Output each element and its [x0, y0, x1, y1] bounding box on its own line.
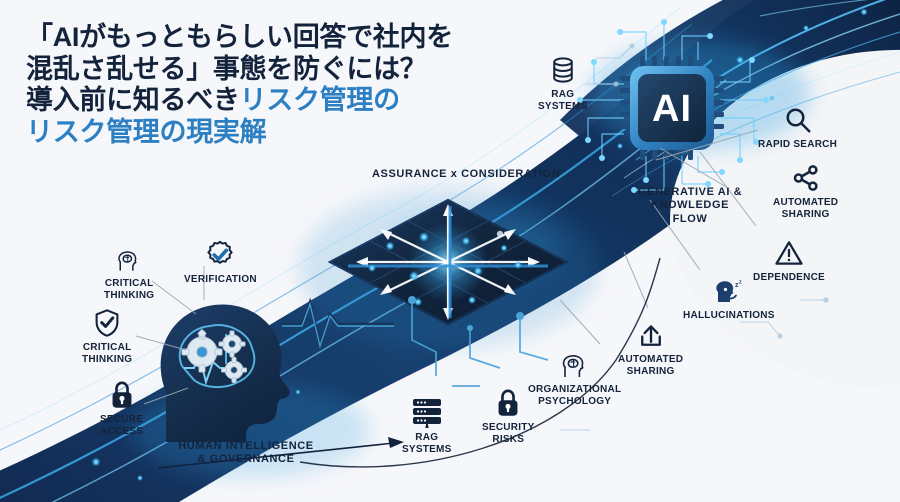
- node-label: CRITICAL THINKING: [104, 278, 155, 301]
- node-secure-access[interactable]: SECURE ACCESS: [100, 380, 143, 437]
- brain-head-icon: [559, 352, 591, 380]
- node-label: RAG SYSTEMS: [538, 89, 588, 112]
- shield-check-icon: [92, 308, 122, 338]
- node-label: HALLUCINATIONS: [683, 310, 775, 321]
- node-label: CRITICAL THINKING: [82, 342, 133, 365]
- warning-triangle-icon: [774, 238, 804, 268]
- title-line-4: リスク管理の現実解: [26, 116, 267, 147]
- flow-arrow-to-rag: [157, 442, 395, 469]
- flow-connectors-bottom: [411, 302, 549, 387]
- generative-ai-knowledge-flow-label: GENERATIVE AI & KNOWLEDGE FLOW: [637, 186, 743, 225]
- flow-arrow-head: [388, 437, 404, 448]
- node-critical-thinking-shield[interactable]: CRITICAL THINKING: [82, 308, 132, 365]
- node-organizational-psychology[interactable]: ORGANIZATIONAL PSYCHOLOGY: [528, 352, 621, 407]
- node-critical-thinking-brain[interactable]: CRITICAL THINKING: [104, 248, 154, 301]
- node-verification[interactable]: VERIFICATION: [184, 240, 257, 286]
- gear-check-icon: [205, 240, 235, 270]
- node-label: AUTOMATED SHARING: [618, 354, 684, 377]
- ai-chip: AI: [577, 19, 769, 193]
- node-label: RAG SYSTEMS: [402, 432, 452, 455]
- connector-lines-left: [135, 266, 205, 405]
- node-dependence[interactable]: DEPENDENCE: [753, 238, 825, 284]
- node-security-risks[interactable]: SECURITY RISKS: [482, 388, 535, 445]
- upload-tray-icon: [636, 322, 666, 350]
- node-rag-systems-bottom[interactable]: RAG SYSTEMS: [402, 396, 452, 455]
- title-line-2: 混乱さ乱せる」事態を防ぐには？: [26, 53, 427, 84]
- circuit-decor: [560, 47, 824, 431]
- padlock-icon: [494, 388, 522, 418]
- node-label: SECURITY RISKS: [482, 422, 535, 445]
- sleeping-head-icon: z z: [712, 278, 746, 306]
- brain-head-icon: [115, 248, 143, 274]
- node-label: VERIFICATION: [184, 274, 257, 285]
- node-automated-sharing-right[interactable]: AUTOMATED SHARING: [773, 163, 838, 220]
- database-icon: [548, 55, 578, 85]
- node-label: ORGANIZATIONAL PSYCHOLOGY: [528, 384, 622, 407]
- human-head-brain: [160, 297, 394, 442]
- svg-text:AI: AI: [652, 88, 692, 130]
- server-rack-icon: [410, 396, 444, 429]
- node-hallucinations[interactable]: z z HALLUCINATIONS: [683, 278, 775, 322]
- node-rapid-search[interactable]: RAPID SEARCH: [758, 105, 837, 151]
- padlock-icon: [108, 380, 136, 410]
- flow-connector-dots: [408, 296, 524, 331]
- connector-lines-right: [559, 129, 759, 345]
- node-label: RAPID SEARCH: [758, 139, 838, 150]
- node-label: DEPENDENCE: [753, 272, 825, 283]
- isometric-network-slab: [298, 188, 598, 348]
- magnifier-icon: [783, 105, 813, 135]
- node-automated-sharing-center[interactable]: AUTOMATED SHARING: [618, 322, 683, 377]
- svg-text:z: z: [735, 282, 739, 289]
- human-intelligence-governance-label: HUMAN INTELLIGENCE & GOVERNANCE: [178, 440, 314, 466]
- node-label: SECURE ACCESS: [100, 414, 144, 437]
- node-rag-systems-top[interactable]: RAG SYSTEMS: [538, 55, 588, 112]
- node-label: AUTOMATED SHARING: [773, 197, 839, 220]
- assurance-consideration-label: ASSURANCE x CONSIDERATION: [372, 168, 561, 180]
- title-line-3: 導入前に知るべきリスク管理の: [26, 85, 546, 117]
- share-nodes-icon: [791, 163, 821, 193]
- svg-text:z: z: [739, 280, 742, 286]
- flow-curve-right: [299, 257, 661, 468]
- title-line-3-plain: 導入前に知るべき: [26, 85, 240, 116]
- page-title: 「AIがもっともらしい回答で社内を 混乱さ乱せる」事態を防ぐには？ 導入前に知る…: [26, 22, 546, 148]
- title-line-1: 「AIがもっともらしい回答で社内を: [26, 22, 453, 52]
- title-line-3-accent: リスク管理の: [239, 85, 401, 116]
